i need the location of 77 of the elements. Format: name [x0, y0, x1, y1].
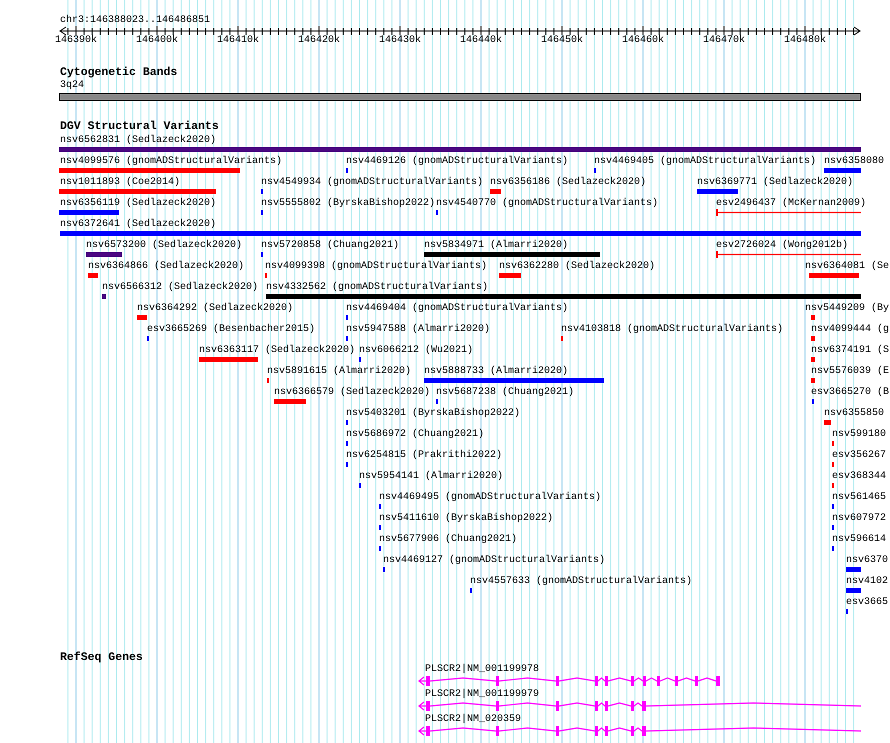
variant-label: nsv6364292 (Sedlazeck2020) — [137, 303, 294, 315]
variant-label: nsv6356119 (Sedlazeck2020) — [60, 198, 216, 210]
axis-tick-label: 146430k — [379, 35, 421, 47]
variant-label: nsv596614 — [832, 534, 886, 546]
variant-label: nsv4469126 (gnomADStructuralVariants) — [346, 156, 568, 168]
axis-tick-label: 146410k — [217, 35, 259, 47]
variant-label: nsv6366579 (Sedlazeck2020) — [274, 387, 430, 399]
variant-label: nsv5449209 (By — [805, 303, 890, 315]
variant-label: nsv4099398 (gnomADStructuralVariants) — [265, 261, 488, 273]
variant-label: nsv6369771 (Sedlazeck2020) — [697, 177, 854, 189]
track-title: DGV Structural Variants — [60, 121, 219, 133]
variant-label: nsv6254815 (Prakrithi2022) — [346, 450, 502, 462]
variant-label: nsv4099576 (gnomADStructuralVariants) — [60, 156, 282, 168]
variant-label: nsv4099444 (g — [811, 324, 890, 336]
variant-label: nsv6372641 (Sedlazeck2020) — [60, 219, 216, 231]
variant-label: nsv5677906 (Chuang2021) — [379, 534, 518, 546]
variant-label: nsv6566312 (Sedlazeck2020) — [102, 282, 258, 294]
variant-label: nsv6355850 — [824, 408, 884, 420]
band-label: 3q24 — [60, 80, 84, 92]
variant-label: nsv4469405 (gnomADStructuralVariants) — [594, 156, 816, 168]
variant-label: nsv6358080 — [824, 156, 884, 168]
axis-tick-label: 146390k — [55, 35, 97, 47]
variant-label: nsv5954141 (Almarri2020) — [359, 471, 504, 483]
axis-tick-label: 146400k — [136, 35, 178, 47]
track-title: RefSeq Genes — [60, 652, 143, 664]
variant-label: nsv6374191 (S — [811, 345, 890, 357]
axis-tick-label: 146420k — [298, 35, 340, 47]
variant-label: nsv4549934 (gnomADStructuralVariants) — [261, 177, 484, 189]
variant-label: nsv6362280 (Sedlazeck2020) — [499, 261, 656, 273]
variant-label: esv356267 — [832, 450, 886, 462]
variant-label: nsv4103818 (gnomADStructuralVariants) — [561, 324, 784, 336]
variant-label: nsv5411610 (ByrskaBishop2022) — [379, 513, 554, 525]
variant-label: nsv5555802 (ByrskaBishop2022) — [261, 198, 436, 210]
variant-label: nsv4102 — [846, 576, 888, 588]
variant-label: esv3665270 (B — [811, 387, 890, 399]
variant-label: nsv6573200 (Sedlazeck2020) — [86, 240, 242, 252]
transcript-label: PLSCR2|NM_020359 — [425, 714, 522, 726]
variant-label: nsv6364866 (Sedlazeck2020) — [88, 261, 244, 273]
variant-label: esv368344 — [832, 471, 886, 483]
variant-label: nsv5403201 (ByrskaBishop2022) — [346, 408, 520, 420]
transcript-label: PLSCR2|NM_001199979 — [425, 689, 540, 701]
variant-label: nsv5834971 (Almarri2020) — [424, 240, 568, 252]
variant-label: nsv4540770 (gnomADStructuralVariants) — [436, 198, 658, 210]
variant-label: nsv599180 — [832, 429, 886, 441]
variant-label: nsv6066212 (Wu2021) — [359, 345, 474, 357]
coordinate-label: chr3:146388023..146486851 — [60, 15, 210, 27]
variant-label: nsv5576039 (E — [811, 366, 890, 378]
axis-tick-label: 146450k — [541, 35, 583, 47]
variant-label: nsv4469404 (gnomADStructuralVariants) — [346, 303, 568, 315]
variant-label: nsv4332562 (gnomADStructuralVariants) — [266, 282, 488, 294]
variant-label: nsv1011893 (Coe2014) — [60, 177, 180, 189]
variant-label: nsv4557633 (gnomADStructuralVariants) — [470, 576, 692, 588]
variant-label: esv2496437 (McKernan2009) — [716, 198, 866, 210]
variant-label: nsv5686972 (Chuang2021) — [346, 429, 484, 441]
variant-label: nsv5888733 (Almarri2020) — [424, 366, 568, 378]
variant-label: nsv607972 — [832, 513, 886, 525]
variant-label: nsv5720858 (Chuang2021) — [261, 240, 400, 252]
variant-label: nsv561465 — [832, 492, 886, 504]
variant-label: nsv5947588 (Almarri2020) — [346, 324, 490, 336]
track-title: Cytogenetic Bands — [60, 67, 178, 79]
variant-label: nsv6370 — [846, 555, 888, 567]
variant-label: nsv6562831 (Sedlazeck2020) — [60, 135, 216, 147]
variant-label: nsv6364081 (Se — [805, 261, 890, 273]
variant-label: nsv5891615 (Almarri2020) — [267, 366, 412, 378]
variant-label: nsv4469127 (gnomADStructuralVariants) — [383, 555, 606, 567]
variant-label: nsv6356186 (Sedlazeck2020) — [490, 177, 646, 189]
variant-label: esv2726024 (Wong2012b) — [716, 240, 848, 252]
axis-tick-label: 146470k — [703, 35, 745, 47]
axis-tick-label: 146480k — [784, 35, 826, 47]
variant-label: nsv5687238 (Chuang2021) — [436, 387, 574, 399]
variant-label: esv3665269 (Besenbacher2015) — [147, 324, 316, 336]
variant-label: esv3665 — [846, 597, 888, 609]
variant-label: nsv4469495 (gnomADStructuralVariants) — [379, 492, 602, 504]
transcript-label: PLSCR2|NM_001199978 — [425, 664, 540, 676]
axis-tick-label: 146460k — [622, 35, 664, 47]
variant-label: nsv6363117 (Sedlazeck2020) — [199, 345, 356, 357]
axis-tick-label: 146440k — [460, 35, 502, 47]
